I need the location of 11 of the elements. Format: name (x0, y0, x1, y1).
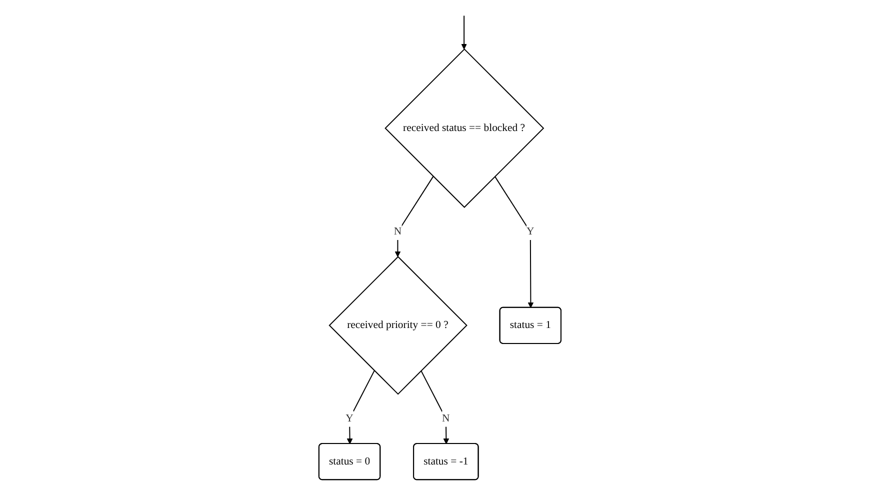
edge-label: N (393, 226, 402, 238)
arrow (494, 176, 534, 308)
arrow (420, 370, 449, 444)
node-diamond: received status == blocked ? (384, 48, 544, 208)
edge-label: N (442, 412, 450, 424)
edge-label: Y (345, 412, 353, 424)
arrow (460, 16, 467, 50)
arrow (394, 176, 434, 257)
node-diamond: received priority == 0 ? (328, 256, 467, 395)
edge-label: Y (526, 226, 534, 238)
arrow (346, 370, 374, 444)
